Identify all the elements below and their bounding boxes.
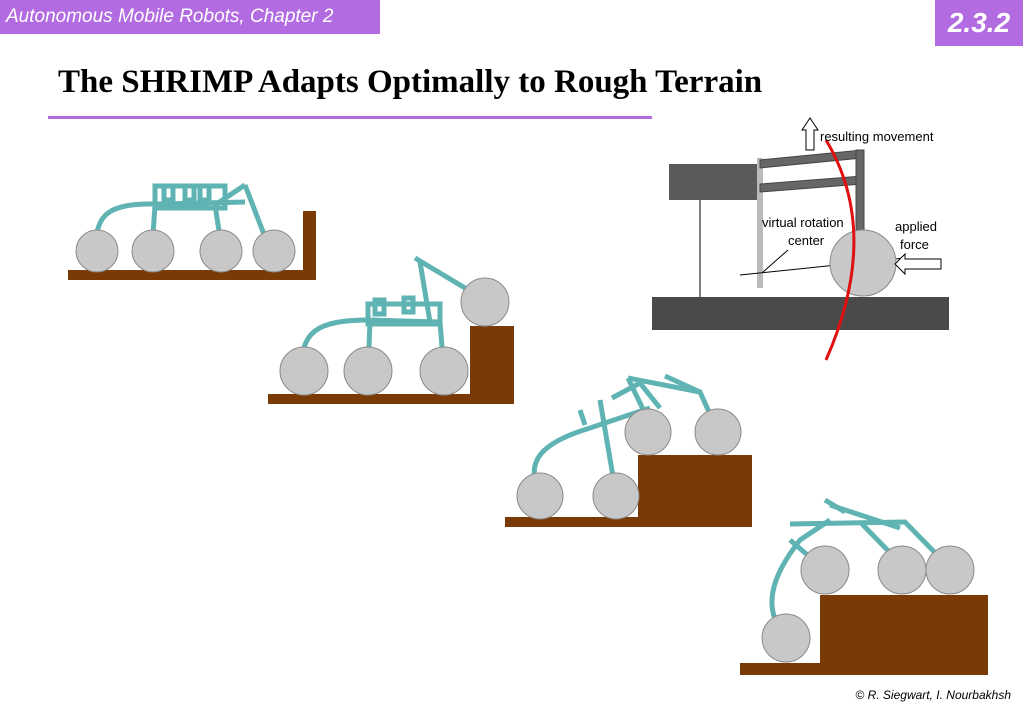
shrimp-stage-3: [505, 373, 752, 527]
wheels: [761, 545, 975, 663]
title-underline: [48, 116, 652, 119]
virtual-rotation-center-label: center: [788, 233, 825, 248]
robot-chassis: [93, 182, 273, 251]
ground: [505, 517, 752, 527]
wall: [303, 211, 316, 280]
applied-force-arrow: [894, 252, 942, 276]
climbing-wheel: [829, 229, 897, 297]
rotation-center-diagram: resulting movement virtual rotation cent…: [652, 117, 949, 361]
wheels: [279, 277, 510, 396]
body-block: [669, 164, 760, 200]
step: [470, 326, 514, 404]
shrimp-stage-2: [268, 255, 514, 404]
page-title: The SHRIMP Adapts Optimally to Rough Ter…: [58, 64, 763, 100]
shrimp-stage-1: [68, 182, 316, 280]
copyright-footer: © R. Siegwart, I. Nourbakhsh: [855, 688, 1011, 702]
section-number: 2.3.2: [935, 0, 1023, 46]
ground-block: [652, 297, 949, 330]
virtual-rotation-label: virtual rotation: [762, 215, 844, 230]
movement-curve: [824, 139, 856, 361]
ground: [68, 270, 316, 280]
shrimp-stage-4: [740, 497, 988, 675]
wheels: [75, 229, 296, 273]
movement-arrow: [801, 117, 819, 151]
step: [820, 595, 988, 675]
resulting-movement-label: resulting movement: [820, 129, 934, 144]
step: [638, 455, 752, 527]
wheels: [516, 408, 742, 520]
applied-force-label: force: [900, 237, 929, 252]
ground: [268, 394, 514, 404]
applied-label: applied: [895, 219, 937, 234]
course-tag: Autonomous Mobile Robots, Chapter 2: [0, 0, 380, 34]
